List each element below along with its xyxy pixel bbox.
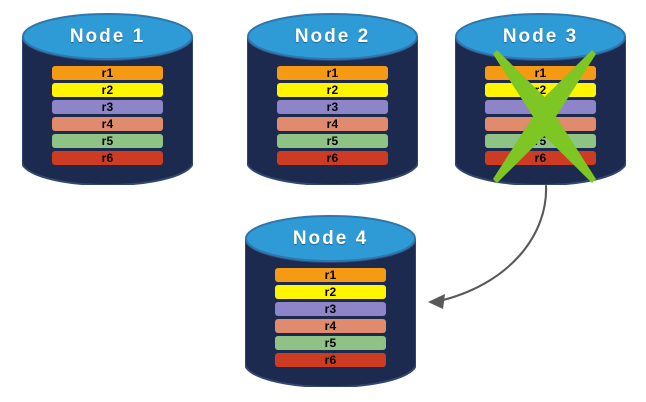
record-label: r6 [324,353,337,367]
record-bar[interactable]: r5 [52,134,163,148]
record-bar[interactable]: r6 [275,353,386,367]
record-bar[interactable]: r1 [277,66,388,80]
record-bar[interactable]: r1 [485,66,596,80]
record-label: r5 [534,134,547,148]
record-label: r2 [534,83,547,97]
node-1-records: r1 r2 r3 r4 r5 r6 [22,66,193,165]
node-4-records: r1 r2 r3 r4 r5 r6 [245,268,416,367]
record-bar[interactable]: r5 [275,336,386,350]
node-2-records: r1 r2 r3 r4 r5 r6 [247,66,418,165]
record-bar[interactable]: r6 [277,151,388,165]
record-bar[interactable]: r4 [277,117,388,131]
record-bar[interactable]: r3 [275,302,386,316]
record-label: r5 [324,336,337,350]
record-label: r2 [326,83,339,97]
record-label: r1 [101,66,114,80]
record-label: r3 [324,302,337,316]
cylinder-top [22,13,193,60]
record-label: r5 [326,134,339,148]
record-bar[interactable]: r1 [52,66,163,80]
record-bar[interactable]: r5 [277,134,388,148]
record-bar[interactable]: r4 [485,117,596,131]
record-bar[interactable]: r6 [52,151,163,165]
record-bar[interactable]: r4 [52,117,163,131]
record-label: r5 [101,134,114,148]
record-bar[interactable]: r2 [52,83,163,97]
record-label: r6 [101,151,114,165]
record-bar[interactable]: r4 [275,319,386,333]
record-label: r4 [324,319,337,333]
record-bar[interactable]: r6 [485,151,596,165]
record-bar[interactable]: r2 [485,83,596,97]
record-label: r4 [534,117,547,131]
record-label: r2 [324,285,337,299]
record-label: r1 [326,66,339,80]
record-label: r1 [324,268,337,282]
record-label: r3 [534,100,547,114]
record-label: r4 [101,117,114,131]
record-label: r1 [534,66,547,80]
record-label: r6 [534,151,547,165]
record-label: r6 [326,151,339,165]
node-3-records: r1 r2 r3 r4 r5 r6 [455,66,626,165]
cylinder-top [247,13,418,60]
record-bar[interactable]: r3 [485,100,596,114]
record-bar[interactable]: r2 [277,83,388,97]
record-bar[interactable]: r3 [277,100,388,114]
record-bar[interactable]: r1 [275,268,386,282]
record-label: r2 [101,83,114,97]
record-label: r4 [326,117,339,131]
record-bar[interactable]: r2 [275,285,386,299]
record-label: r3 [326,100,339,114]
record-bar[interactable]: r3 [52,100,163,114]
record-bar[interactable]: r5 [485,134,596,148]
cylinder-top [455,13,626,60]
cylinder-top [245,215,416,262]
record-label: r3 [101,100,114,114]
